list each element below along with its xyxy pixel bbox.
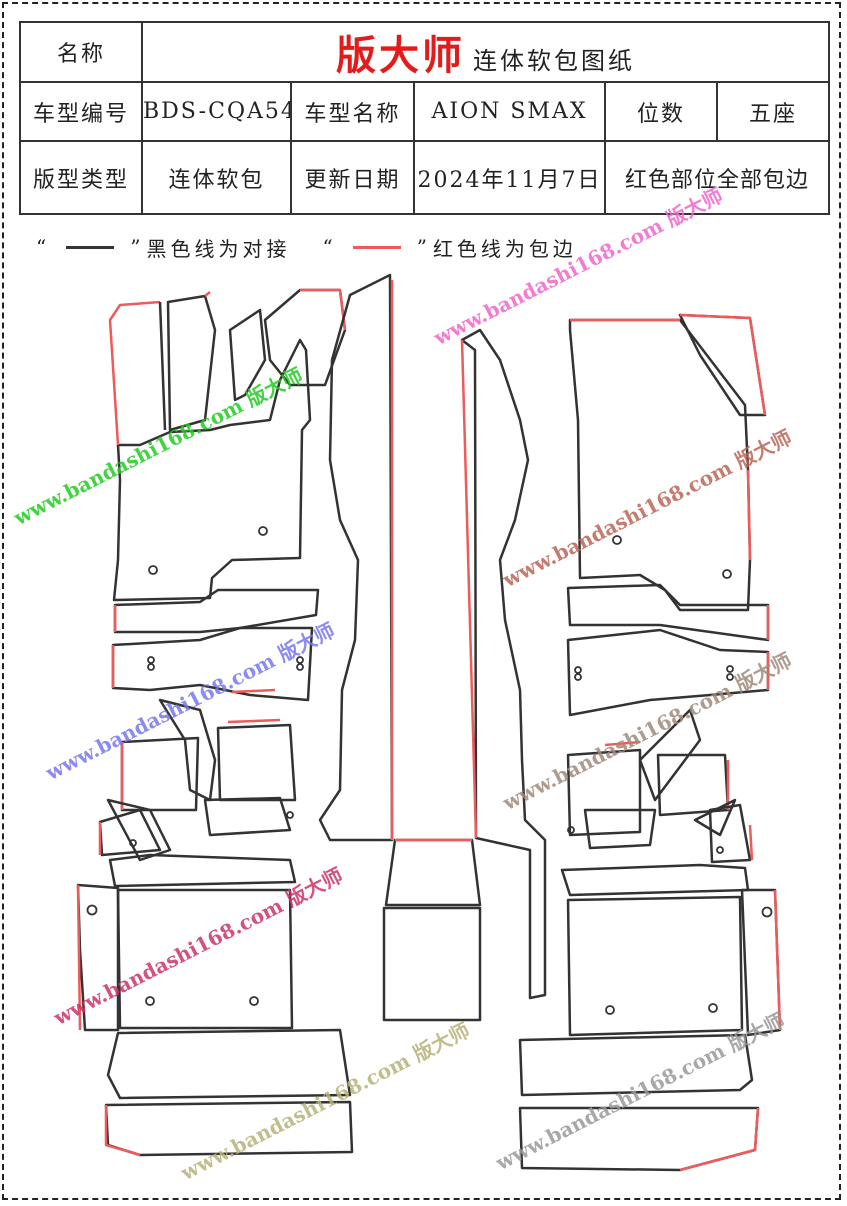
right-sill-pieces: [566, 583, 770, 717]
pattern-type: 连体软包: [141, 140, 292, 215]
update-date: 2024年11月7日: [413, 140, 606, 215]
model-code: BDS-CQA5421S: [141, 81, 292, 142]
model-code-label: 车型编号: [19, 81, 143, 142]
document-title: 版大师连体软包图纸: [140, 21, 831, 83]
update-date-label: 更新日期: [290, 140, 415, 215]
black-line-swatch: [66, 245, 115, 249]
line-legend: “ ” 黑色线为对接 “ ” 红色线为包边: [34, 232, 577, 262]
red-edge-note: 红色部位全部包边: [603, 140, 831, 215]
left-rear-floor-piece: [76, 883, 354, 1157]
brand-name: 版大师: [336, 32, 466, 79]
pattern-type-label: 版型类型: [19, 140, 143, 215]
legend-open-quote-2: “: [322, 235, 337, 259]
right-front-main-piece: [568, 313, 767, 612]
left-sill-pieces: [111, 588, 320, 702]
model-name: AION SMAX: [413, 81, 606, 142]
title-subtitle: 连体软包图纸: [473, 47, 636, 75]
red-line-swatch: [352, 245, 401, 249]
legend-close-quote-2: ”: [416, 235, 431, 259]
seats-label: 位数: [604, 81, 718, 142]
legend-close-quote: ”: [130, 235, 145, 259]
seats-value: 五座: [715, 81, 831, 142]
model-name-label: 车型名称: [290, 81, 415, 142]
right-rear-pieces: [560, 708, 754, 897]
center-tunnel-piece: [382, 838, 482, 1022]
legend-open-quote: “: [36, 235, 51, 259]
left-center-strip: [318, 273, 394, 842]
legend-black-text: 黑色线为对接: [146, 236, 291, 261]
left-rear-pieces: [98, 698, 297, 888]
right-center-strip: [460, 328, 547, 1000]
left-front-main-piece: [108, 288, 347, 602]
legend-red-text: 红色线为包边: [432, 236, 577, 261]
right-rear-floor-piece: [518, 888, 782, 1172]
name-label: 名称: [19, 21, 143, 83]
mount-holes: [86, 526, 773, 1015]
